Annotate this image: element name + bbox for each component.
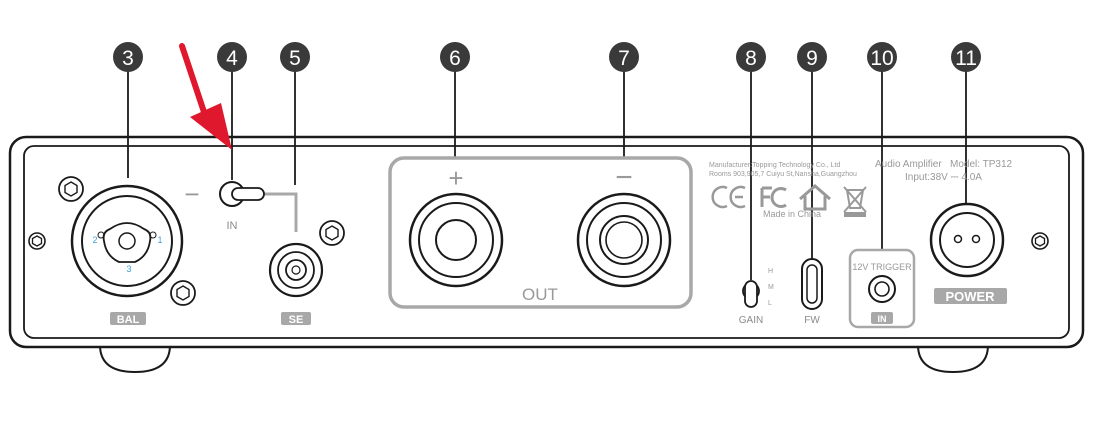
callout-5: 5 [280, 42, 310, 72]
product-name: Audio Amplifier [875, 159, 942, 170]
plus-label: + [448, 163, 463, 193]
trigger-jack[interactable] [868, 275, 896, 303]
svg-text:3: 3 [122, 47, 134, 70]
out-panel [388, 156, 693, 309]
svg-text:2: 2 [92, 235, 97, 245]
manufacturer-line1: Manufacturer:Topping Technology Co., Ltd [709, 162, 841, 169]
gain-toggle-switch[interactable] [742, 280, 760, 308]
xlr-screw-top [58, 176, 84, 202]
xlr-combo-jack[interactable]: 2 1 3 [70, 184, 184, 298]
svg-text:11: 11 [955, 47, 977, 70]
gain-h-label: H [768, 268, 773, 275]
red-arrow-icon [179, 43, 232, 150]
gain-label: GAIN [739, 315, 763, 326]
callout-10: 10 [867, 42, 897, 72]
speaker-terminal-positive[interactable] [408, 192, 504, 288]
ce-mark-icon [711, 185, 746, 209]
minus-small-label: − [184, 179, 199, 209]
bal-badge: BAL [110, 312, 146, 326]
svg-text:5: 5 [289, 47, 301, 70]
trigger-label: 12V TRIGGER [852, 262, 912, 272]
svg-text:IN: IN [878, 314, 887, 324]
svg-text:9: 9 [806, 47, 818, 70]
svg-text:1: 1 [157, 235, 162, 245]
svg-text:BAL: BAL [117, 314, 140, 326]
svg-text:POWER: POWER [945, 289, 995, 304]
svg-text:4: 4 [226, 47, 238, 70]
switch-bracket [260, 192, 298, 232]
gain-l-label: L [768, 300, 772, 307]
gain-m-label: M [768, 284, 774, 291]
se-badge: SE [281, 312, 311, 326]
svg-text:SE: SE [289, 314, 304, 326]
foot-right [916, 344, 990, 374]
xlr-screw-bottom [170, 280, 196, 306]
house-recycle-icon [799, 184, 831, 211]
callout-3: 3 [113, 42, 143, 72]
in-switch-label: IN [227, 220, 238, 232]
minus-label: − [615, 161, 633, 194]
foot-left [98, 344, 172, 374]
callout-11: 11 [951, 42, 981, 72]
svg-text:3: 3 [126, 264, 131, 274]
callout-4: 4 [217, 42, 247, 72]
manufacturer-line2: Rooms 903,905,7 Cuiyu St,Nansha,Guangzho… [709, 171, 857, 178]
callout-8: 8 [736, 42, 766, 72]
svg-text:10: 10 [870, 47, 893, 70]
out-label: OUT [522, 285, 558, 304]
se-rca-jack[interactable] [268, 242, 324, 298]
trigger-in-badge: IN [871, 312, 893, 324]
fw-label: FW [804, 315, 820, 326]
svg-text:6: 6 [449, 47, 461, 70]
power-badge: POWER [934, 288, 1007, 304]
input-select-switch[interactable] [219, 181, 265, 207]
callout-6: 6 [440, 42, 470, 72]
speaker-terminal-negative[interactable] [576, 192, 672, 288]
fcc-mark-icon [760, 186, 787, 208]
trigger-panel [848, 248, 916, 329]
leader-lines [127, 70, 967, 280]
svg-text:8: 8 [745, 47, 757, 70]
power-inlet[interactable] [929, 202, 1005, 278]
callout-9: 9 [797, 42, 827, 72]
made-in-label: Made in China [763, 209, 821, 219]
usb-c-fw-port[interactable] [801, 258, 823, 310]
product-input: Input:38V ⎓ 4.0A [905, 172, 982, 183]
callout-7: 7 [609, 42, 639, 72]
screw-right [1031, 232, 1049, 250]
svg-text:7: 7 [618, 47, 630, 70]
weee-bin-icon [843, 186, 867, 217]
chassis-inner [23, 145, 1070, 339]
product-model: Model: TP312 [950, 159, 1013, 170]
se-screw [319, 220, 345, 246]
screw-left [28, 232, 46, 250]
